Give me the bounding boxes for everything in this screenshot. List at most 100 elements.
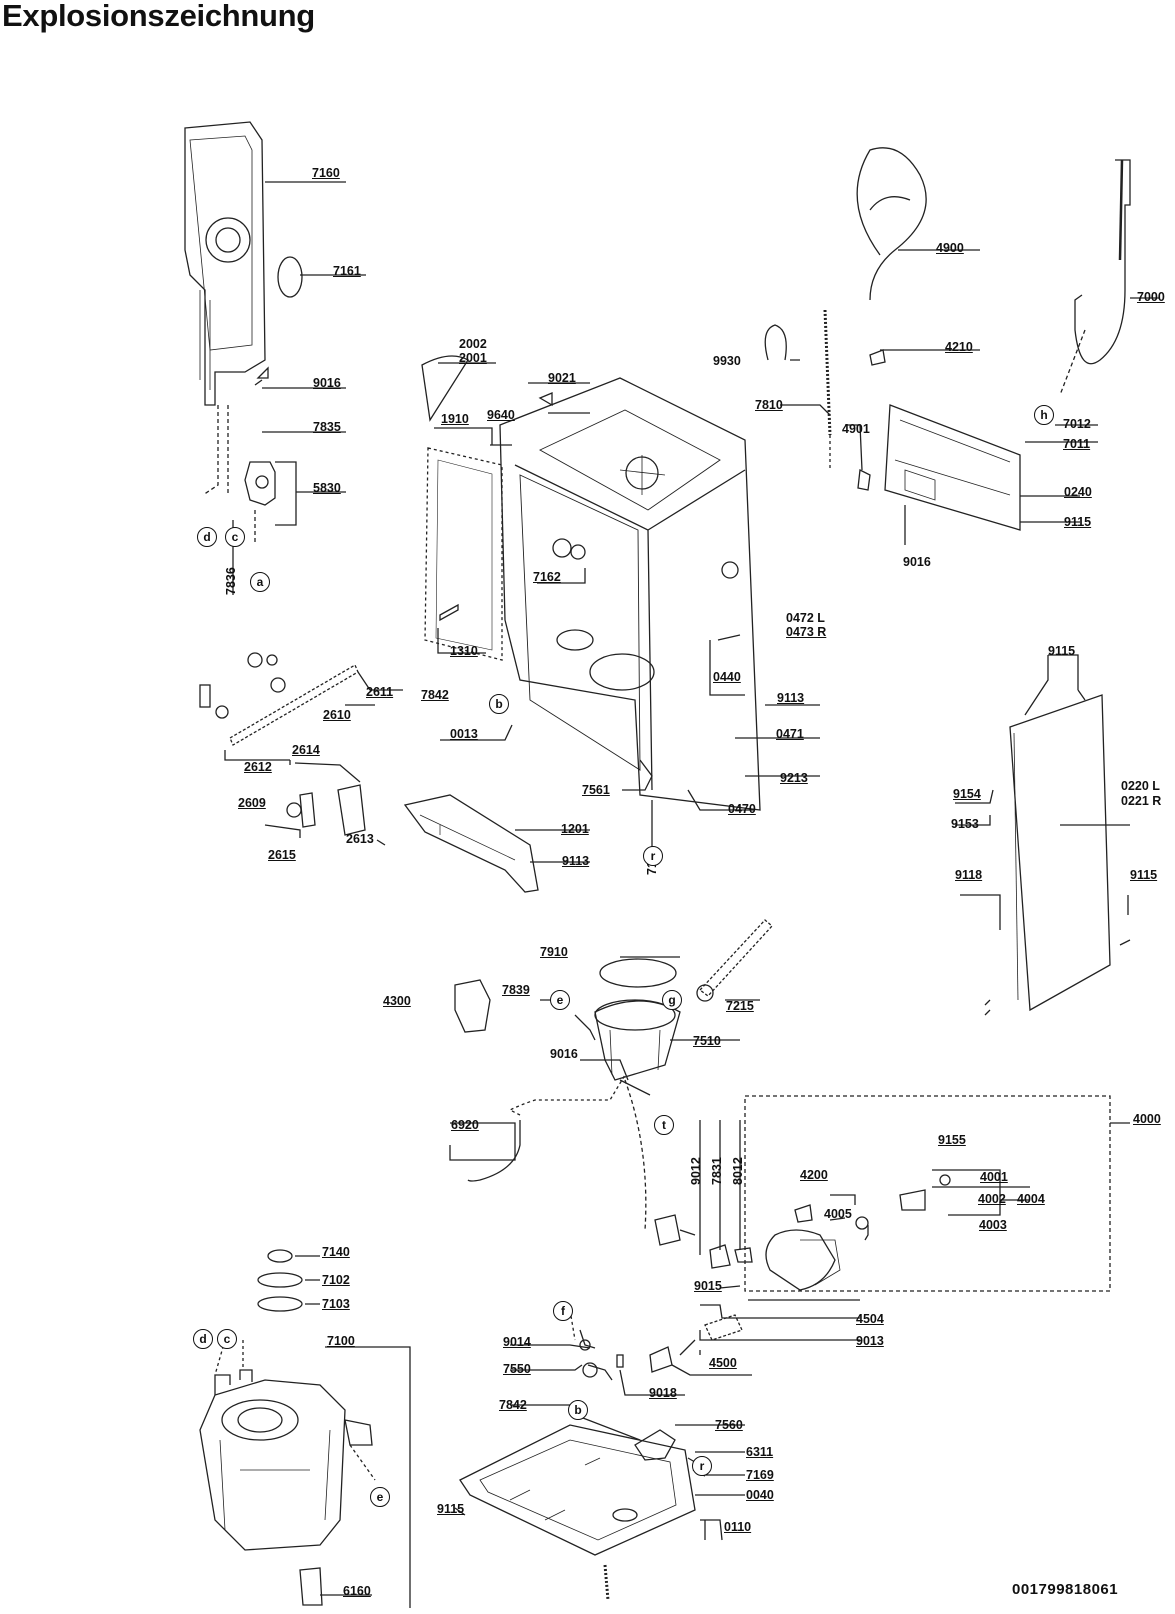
part-label-0473: 0473 R [786, 625, 827, 639]
part-label-9013: 9013 [856, 1334, 884, 1348]
part-label-8012: 8012 [731, 1157, 745, 1185]
part-label-4001: 4001 [980, 1170, 1008, 1184]
part-label-7510: 7510 [693, 1034, 721, 1048]
part-label-0221: 0221 R [1121, 794, 1162, 808]
seal-ring-7161 [277, 256, 303, 298]
part-label-7100: 7100 [327, 1334, 355, 1348]
hose-6920 [467, 1120, 521, 1182]
part-label-7842: 7842 [421, 688, 449, 702]
part-label-7835: 7835 [313, 420, 341, 434]
part-label-9021: 9021 [548, 371, 576, 385]
ref-marker-d: d [197, 527, 217, 547]
part-label-4003: 4003 [979, 1218, 1007, 1232]
part-label-7910: 7910 [540, 945, 568, 959]
part-label-2609: 2609 [238, 796, 266, 810]
part-label-7140: 7140 [322, 1245, 350, 1259]
ref-marker-t: t [654, 1115, 674, 1135]
seal-7103 [257, 1296, 303, 1312]
inlet-hose-7000 [1074, 159, 1131, 365]
part-label-0220: 0220 L [1121, 779, 1160, 793]
part-label-7831: 7831 [710, 1157, 724, 1185]
ref-marker-r: r [643, 846, 663, 866]
ref-marker-b: b [568, 1400, 588, 1420]
rod-7810 [823, 309, 832, 436]
pump-4300 [454, 979, 491, 1033]
part-label-6920: 6920 [451, 1118, 479, 1132]
page-title: Explosionszeichnung [2, 0, 315, 33]
part-label-5830: 5830 [313, 481, 341, 495]
spray-arm-2610 [229, 664, 359, 746]
part-label-4500: 4500 [709, 1356, 737, 1370]
part-label-9113: 9113 [777, 691, 805, 705]
part-label-4210: 4210 [945, 340, 973, 354]
part-label-6160: 6160 [343, 1584, 371, 1598]
part-label-0472: 0472 L [786, 611, 825, 625]
tub-body [499, 377, 761, 811]
part-label-9118: 9118 [955, 868, 983, 882]
ref-marker-h: h [1034, 405, 1054, 425]
part-label-9115: 9115 [1064, 515, 1092, 529]
part-label-1201: 1201 [561, 822, 589, 836]
part-label-0040: 0040 [746, 1488, 774, 1502]
part-label-9155: 9155 [938, 1133, 966, 1147]
part-label-4200: 4200 [800, 1168, 828, 1182]
ref-marker-b: b [489, 694, 509, 714]
part-label-4000: 4000 [1133, 1112, 1161, 1126]
part-label-9016: 9016 [550, 1047, 578, 1061]
part-label-7162: 7162 [533, 570, 561, 584]
ref-marker-a: a [250, 572, 270, 592]
part-label-9115: 9115 [437, 1502, 465, 1516]
part-label-9153: 9153 [951, 817, 979, 831]
part-label-0440: 0440 [713, 670, 741, 684]
part-label-4300: 4300 [383, 994, 411, 1008]
part-label-2611: 2611 [366, 685, 394, 699]
seal-7102 [257, 1272, 303, 1288]
part-label-1310: 1310 [450, 644, 478, 658]
part-label-9154: 9154 [953, 787, 981, 801]
part-label-2613: 2613 [346, 832, 374, 846]
part-label-7810: 7810 [755, 398, 783, 412]
part-label-7550: 7550 [503, 1362, 531, 1376]
part-label-9014: 9014 [503, 1335, 531, 1349]
part-label-9016: 9016 [313, 376, 341, 390]
ref-marker-f: f [553, 1301, 573, 1321]
cable-4900 [856, 147, 927, 301]
part-label-9930: 9930 [713, 354, 741, 368]
door-panel-0220 [1009, 694, 1111, 1012]
part-label-9113: 9113 [562, 854, 590, 868]
panel-0240 [884, 404, 1021, 531]
ref-marker-r: r [692, 1456, 712, 1476]
part-label-7169: 7169 [746, 1468, 774, 1482]
group-4000-box [744, 1095, 1111, 1292]
hose-9930 [764, 324, 787, 361]
part-label-7161: 7161 [333, 264, 361, 278]
part-label-1910: 1910 [441, 412, 469, 426]
ref-marker-d: d [193, 1329, 213, 1349]
part-label-6311: 6311 [746, 1445, 774, 1459]
part-label-4504: 4504 [856, 1312, 884, 1326]
ref-marker-e: e [550, 990, 570, 1010]
part-label-7836: 7836 [224, 567, 238, 595]
part-label-2001: 2001 [459, 351, 487, 365]
part-label-4002: 4002 [978, 1192, 1006, 1206]
part-label-7560: 7560 [715, 1418, 743, 1432]
part-label-2612: 2612 [244, 760, 272, 774]
valve-7560 [634, 1429, 676, 1461]
part-label-9015: 9015 [694, 1279, 722, 1293]
part-label-9012: 9012 [689, 1157, 703, 1185]
ref-marker-c: c [217, 1329, 237, 1349]
part-label-2610: 2610 [323, 708, 351, 722]
part-label-7012: 7012 [1063, 417, 1091, 431]
filter-ring-7910 [599, 958, 677, 988]
part-label-9018: 9018 [649, 1386, 677, 1400]
side-panel-1910 [424, 447, 503, 661]
ref-marker-e: e [370, 1487, 390, 1507]
valve-5830 [244, 461, 276, 506]
part-label-0470: 0470 [728, 802, 756, 816]
part-label-0013: 0013 [450, 727, 478, 741]
part-label-4900: 4900 [936, 241, 964, 255]
part-label-4005: 4005 [824, 1207, 852, 1221]
spray-tube-7215 [699, 919, 773, 997]
